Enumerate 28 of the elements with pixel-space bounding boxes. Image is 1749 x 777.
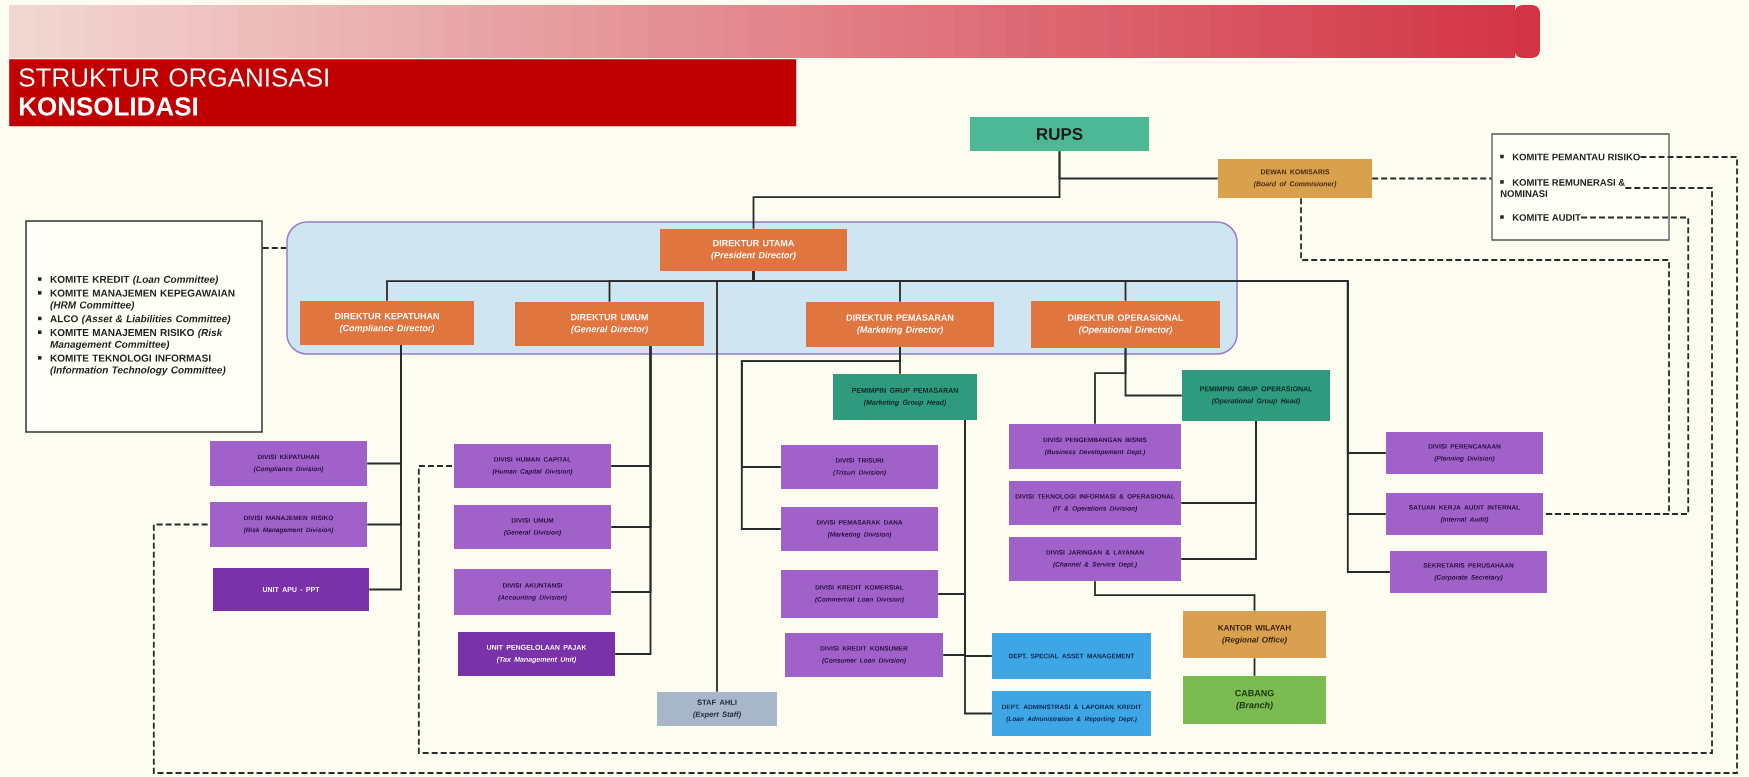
director-box: DIREKTUR UTAMA (President Director) (660, 229, 847, 271)
connector-line (1058, 150, 1219, 180)
dashed-connector (417, 187, 1713, 754)
director-box: DIREKTUR UMUM (General Director) (515, 302, 704, 346)
connector-line (1180, 420, 1257, 560)
connector-line (1253, 657, 1256, 677)
regional-office-box: KANTOR WILAYAH (Regional Office) (1183, 611, 1326, 658)
connector-line (1094, 580, 1256, 612)
dashed-connector (261, 247, 288, 249)
committee-list-box: KOMITE KREDIT (Loan Committee) KOMITE MANAJEMEN KEPEGAWAIAN (HRM Committee) ALCO (Asset & Liabilities Committee) KOMITE MANAJEMEN RISIKO (Risk Management Committee) KOMITE TEKNOLOGI INFORMASI (Information Technology Committee) (25, 220, 263, 433)
director-box: DIREKTUR PEMASARAN (Marketing Director) (806, 302, 994, 347)
dashed-connector (152, 156, 1738, 774)
connector-line (1094, 347, 1127, 425)
committee-box (1491, 133, 1670, 241)
committee-item: KOMITE AUDIT (1500, 214, 1581, 221)
branch-box: CABANG (Branch) (1183, 676, 1326, 724)
rups-box: RUPS (970, 117, 1149, 151)
director-box: DIREKTUR OPERASIONAL (Operational Director) (1031, 301, 1220, 348)
director-box: DIREKTUR KEPATUHAN (Compliance Director) (300, 301, 474, 345)
connector-line (368, 344, 402, 591)
connector-line (614, 345, 652, 655)
connector-line (740, 346, 901, 530)
title: STRUKTUR ORGANISASI KONSOLIDASI (9, 59, 797, 127)
connector-line (752, 270, 1391, 573)
committee-item: KOMITE PEMANTAU RISIKO (1500, 153, 1640, 161)
committee-item: KOMITE REMUNERASI & NOMINASI (1500, 179, 1625, 197)
dashed-connector (1371, 177, 1493, 180)
connector-line (964, 419, 993, 715)
